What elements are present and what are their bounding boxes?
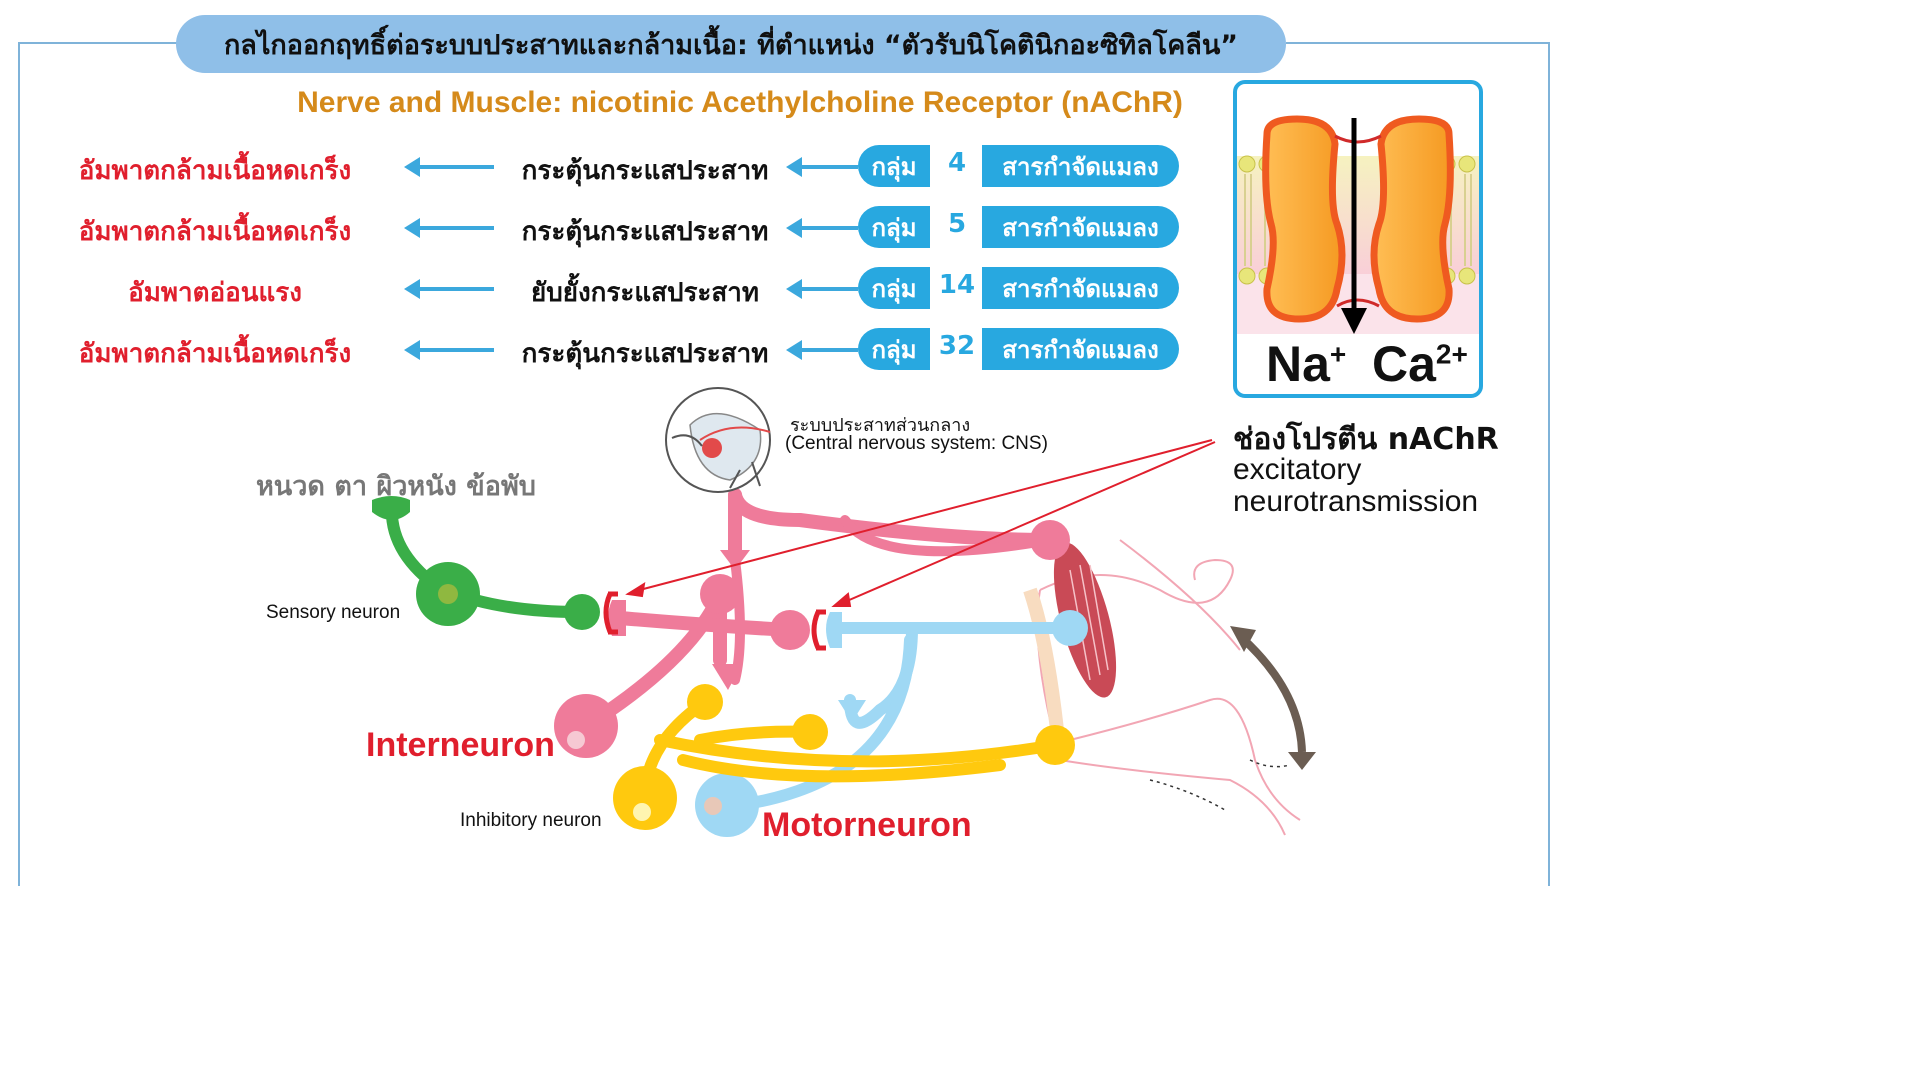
channel-caption: ช่องโปรตีน nAChR: [1233, 422, 1499, 457]
sense-sites-label: หนวด ตา ผิวหนัง ข้อพับ: [256, 471, 536, 502]
arrow-icon: [404, 218, 494, 238]
row-group-32: อัมพาตกล้ามเนื้อหดเกร็ง กระตุ้นกระแสประส…: [0, 325, 1200, 375]
inhibitory-neuron-label: Inhibitory neuron: [460, 810, 602, 831]
ion-ca-charge: 2+: [1435, 338, 1468, 370]
arrow-icon: [786, 157, 858, 177]
group-label: กลุ่ม: [858, 145, 930, 187]
ion-na: Na: [1266, 336, 1330, 392]
group-number: 5: [947, 209, 967, 239]
sodium-ion-label: Na+: [1266, 335, 1346, 393]
insecticide-label: สารกำจัดแมลง: [982, 145, 1179, 187]
group-number: 14: [938, 270, 976, 300]
row-group-4: อัมพาตกล้ามเนื้อหดเกร็ง กระตุ้นกระแสประส…: [0, 142, 1200, 192]
group-label: กลุ่ม: [858, 328, 930, 370]
frame-top-right: [1286, 42, 1550, 44]
insecticide-label: สารกำจัดแมลง: [982, 267, 1179, 309]
motorneuron-cell: [695, 773, 759, 837]
arrow-icon: [786, 279, 858, 299]
arm-bone: [1023, 587, 1067, 761]
group-label: กลุ่ม: [858, 267, 930, 309]
ion-ca: Ca: [1372, 336, 1436, 392]
arrow-icon: [404, 157, 494, 177]
interneuron-label: Interneuron: [366, 726, 555, 764]
group-number: 4: [947, 148, 967, 178]
row-group-14: อัมพาตอ่อนแรง ยับยั้งกระแสประสาท กลุ่ม 1…: [0, 264, 1200, 314]
effect-text: อัมพาตกล้ามเนื้อหดเกร็ง: [78, 217, 352, 247]
arrow-icon: [404, 340, 494, 360]
sensory-neuron-label: Sensory neuron: [266, 602, 401, 623]
action-text: ยับยั้งกระแสประสาท: [530, 278, 759, 308]
effect-text: อัมพาตกล้ามเนื้อหดเกร็ง: [78, 156, 352, 186]
arrow-icon: [786, 218, 858, 238]
insecticide-label: สารกำจัดแมลง: [982, 328, 1179, 370]
group-number: 32: [938, 331, 976, 361]
insecticide-label: สารกำจัดแมลง: [982, 206, 1179, 248]
muscle-icon: [1053, 542, 1117, 698]
effect-text: อัมพาตกล้ามเนื้อหดเกร็ง: [78, 339, 352, 369]
ion-channel-illustration: [1237, 115, 1479, 334]
interneuron-cell: [554, 694, 618, 758]
ion-na-charge: +: [1329, 338, 1347, 370]
group-label: กลุ่ม: [858, 206, 930, 248]
arrow-icon: [786, 340, 858, 360]
sensory-neuron-cell: [416, 562, 480, 626]
nachr-channel-box: [1233, 80, 1483, 398]
motion-arrow-icon: [1237, 633, 1306, 753]
arrow-icon: [404, 279, 494, 299]
frame-right: [1548, 42, 1550, 886]
cns-label-en: (Central nervous system: CNS): [785, 433, 1048, 454]
action-text: กระตุ้นกระแสประสาท: [521, 339, 769, 369]
insect-head-icon: [665, 387, 771, 493]
arm-illustration: [1036, 539, 1301, 836]
page-subtitle: Nerve and Muscle: nicotinic Acethylcholi…: [297, 86, 1183, 119]
action-text: กระตุ้นกระแสประสาท: [521, 217, 769, 247]
action-text: กระตุ้นกระแสประสาท: [521, 156, 769, 186]
channel-desc-1: excitatory: [1233, 453, 1362, 486]
channel-desc-2: neurotransmission: [1233, 485, 1479, 518]
motorneuron-label: Motorneuron: [762, 806, 972, 844]
inhibitory-neuron-cell: [613, 766, 677, 830]
effect-text: อัมพาตอ่อนแรง: [128, 278, 302, 308]
frame-top-left: [18, 42, 178, 44]
calcium-ion-label: Ca2+: [1372, 335, 1468, 393]
frame-left: [18, 42, 20, 886]
cns-label-th: ระบบประสาทส่วนกลาง: [790, 415, 971, 436]
row-group-5: อัมพาตกล้ามเนื้อหดเกร็ง กระตุ้นกระแสประส…: [0, 203, 1200, 253]
page-title: กลไกออกฤทธิ์ต่อระบบประสาทและกล้ามเนื้อ: …: [176, 15, 1286, 73]
